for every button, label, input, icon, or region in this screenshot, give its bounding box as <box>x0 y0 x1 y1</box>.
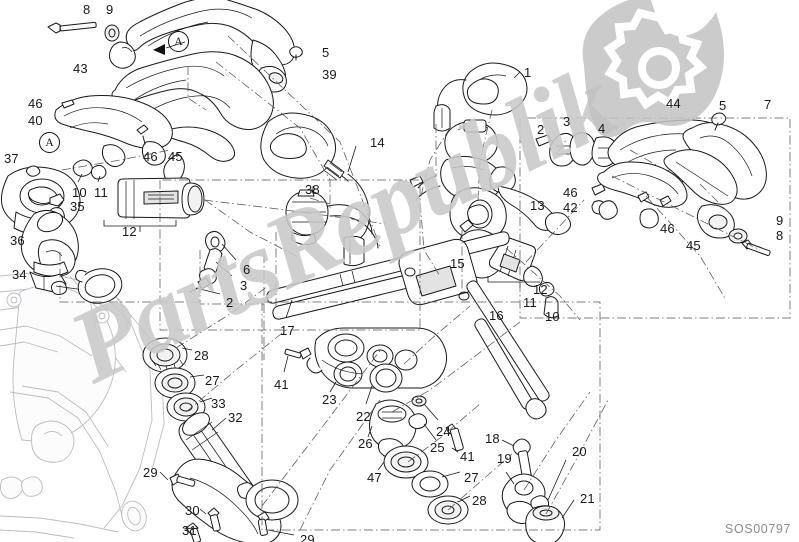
callout-37: 37 <box>4 151 19 166</box>
callout-38: 38 <box>305 182 320 197</box>
callout-44: 44 <box>666 96 681 111</box>
callout-36: 36 <box>10 233 25 248</box>
callout-1: 1 <box>524 65 532 80</box>
callout-5: 5 <box>322 45 330 60</box>
callout-22: 22 <box>356 409 371 424</box>
callout-28: 28 <box>194 348 209 363</box>
reference-mark-a: A <box>39 132 60 153</box>
callout-30: 30 <box>185 503 200 518</box>
callout-2: 2 <box>226 295 234 310</box>
callout-12: 12 <box>533 282 548 297</box>
callout-45: 45 <box>686 238 701 253</box>
center-small-parts <box>189 230 237 295</box>
callout-41: 41 <box>460 449 475 464</box>
callout-23: 23 <box>322 392 337 407</box>
right-hand-guard-assembly <box>597 112 771 256</box>
brake-master-cylinder-assembly <box>409 119 619 319</box>
callout-7: 7 <box>764 97 772 112</box>
callout-18: 18 <box>485 431 500 446</box>
callout-27: 27 <box>205 373 220 388</box>
callout-28: 28 <box>472 493 487 508</box>
callout-21: 21 <box>580 491 595 506</box>
callout-46: 46 <box>143 149 158 164</box>
callout-3: 3 <box>563 114 571 129</box>
callout-17: 17 <box>280 323 295 338</box>
callout-4: 4 <box>598 121 606 136</box>
left-hand-guard-assembly <box>47 0 303 183</box>
callout-39: 39 <box>322 67 337 82</box>
callout-27: 27 <box>464 470 479 485</box>
callout-41: 41 <box>274 377 289 392</box>
left-switch-block <box>285 186 379 249</box>
callout-25: 25 <box>430 440 445 455</box>
callout-11: 11 <box>523 295 537 310</box>
left-mirror-assembly <box>260 112 370 267</box>
diagram-code: SOS00797 <box>725 522 791 536</box>
ghost-frame-context <box>0 271 187 539</box>
callout-10: 10 <box>545 309 560 324</box>
callout-11: 11 <box>94 185 108 200</box>
callout-45: 45 <box>168 149 183 164</box>
callout-35: 35 <box>70 199 85 214</box>
callout-46: 46 <box>660 221 675 236</box>
callout-46: 46 <box>28 96 43 111</box>
callout-42: 42 <box>563 200 578 215</box>
callout-20: 20 <box>572 444 587 459</box>
callout-29: 29 <box>300 532 315 542</box>
callout-8: 8 <box>83 2 91 17</box>
callout-6: 6 <box>243 262 251 277</box>
ignition-switch-assembly <box>1 165 123 304</box>
callout-16: 16 <box>489 308 504 323</box>
handlebar-tube <box>266 231 550 420</box>
callout-33: 33 <box>211 396 226 411</box>
callout-2: 2 <box>537 122 545 137</box>
callout-47: 47 <box>367 470 382 485</box>
callout-15: 15 <box>450 256 465 271</box>
callout-43: 43 <box>73 61 88 76</box>
callout-3: 3 <box>240 278 248 293</box>
callout-12: 12 <box>122 224 137 239</box>
callout-14: 14 <box>370 135 385 150</box>
callout-8: 8 <box>776 228 784 243</box>
lower-fastener-group <box>445 423 575 542</box>
callout-13: 13 <box>530 198 545 213</box>
callout-19: 19 <box>497 451 512 466</box>
left-handlebar-grip <box>103 177 205 232</box>
callout-29: 29 <box>143 465 158 480</box>
left-small-fasteners <box>72 159 107 183</box>
callout-5: 5 <box>719 98 727 113</box>
reference-mark-a: A <box>168 31 189 52</box>
callout-34: 34 <box>12 267 27 282</box>
steering-stem-small-parts <box>367 395 471 525</box>
callout-46: 46 <box>563 185 578 200</box>
steering-head-bearing-stack <box>142 337 299 542</box>
callout-40: 40 <box>28 113 43 128</box>
upper-triple-clamp <box>283 327 448 405</box>
callout-24: 24 <box>436 424 451 439</box>
callout-26: 26 <box>358 436 373 451</box>
callout-9: 9 <box>106 2 114 17</box>
callout-31: 31 <box>182 523 197 538</box>
callout-9: 9 <box>776 213 784 228</box>
callout-10: 10 <box>72 185 87 200</box>
callout-32: 32 <box>228 410 243 425</box>
